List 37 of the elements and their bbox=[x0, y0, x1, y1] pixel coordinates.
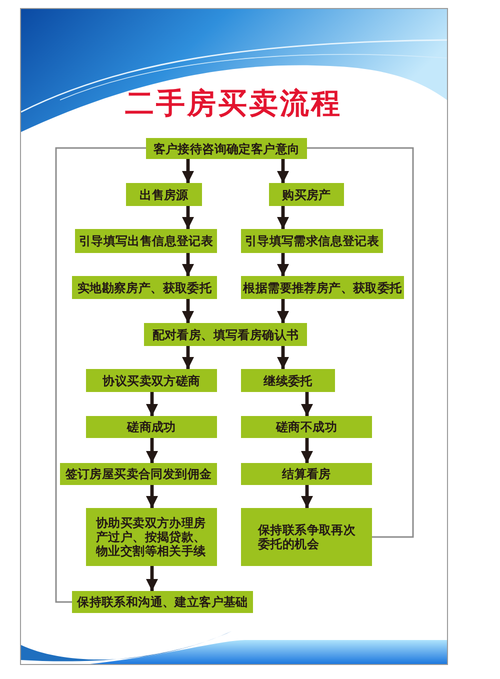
arrow bbox=[182, 299, 194, 323]
arrow bbox=[182, 159, 194, 183]
arrow bbox=[146, 392, 158, 416]
process-box: 出售房源 bbox=[126, 183, 202, 206]
title: 二手房买卖流程 bbox=[125, 86, 342, 120]
process-box: 客户接待咨询确定客户意向 bbox=[146, 138, 307, 159]
process-box: 结算看房 bbox=[241, 463, 372, 485]
arrow bbox=[277, 206, 289, 229]
process-box: 引导填写需求信息登记表 bbox=[241, 229, 383, 253]
arrow bbox=[146, 485, 158, 508]
process-box: 签订房屋买卖合同发到佣金 bbox=[60, 463, 217, 485]
process-box: 磋商成功 bbox=[86, 416, 217, 438]
arrow bbox=[182, 206, 194, 229]
process-box: 购买房产 bbox=[269, 183, 344, 206]
process-box: 磋商不成功 bbox=[241, 416, 372, 438]
process-box: 配对看房、填写看房确认书 bbox=[144, 323, 307, 346]
process-box: 协议买卖双方磋商 bbox=[86, 369, 217, 392]
process-box: 保持联系争取再次委托的机会 bbox=[241, 508, 372, 566]
process-box: 保持联系和沟通、建立客户基础 bbox=[72, 591, 253, 613]
process-box: 继续委托 bbox=[241, 369, 335, 392]
arrow bbox=[146, 438, 158, 463]
arrow bbox=[182, 253, 194, 276]
arrow bbox=[277, 299, 289, 323]
arrow bbox=[182, 346, 194, 369]
arrow bbox=[277, 159, 289, 183]
arrow bbox=[146, 566, 158, 591]
arrow bbox=[277, 346, 289, 369]
process-box: 实地勘察房产、获取委托 bbox=[72, 276, 217, 299]
connector-line bbox=[55, 147, 146, 603]
process-box: 根据需要推荐房产、获取委托 bbox=[241, 276, 404, 299]
process-box: 协助买卖双方办理房产过户、按揭贷款、物业交割等相关手续 bbox=[86, 508, 217, 566]
arrow bbox=[301, 438, 313, 463]
arrow bbox=[301, 392, 313, 416]
connector-line bbox=[307, 147, 414, 538]
arrow bbox=[301, 485, 313, 508]
arrow bbox=[277, 253, 289, 276]
process-box: 引导填写出售信息登记表 bbox=[75, 229, 217, 253]
